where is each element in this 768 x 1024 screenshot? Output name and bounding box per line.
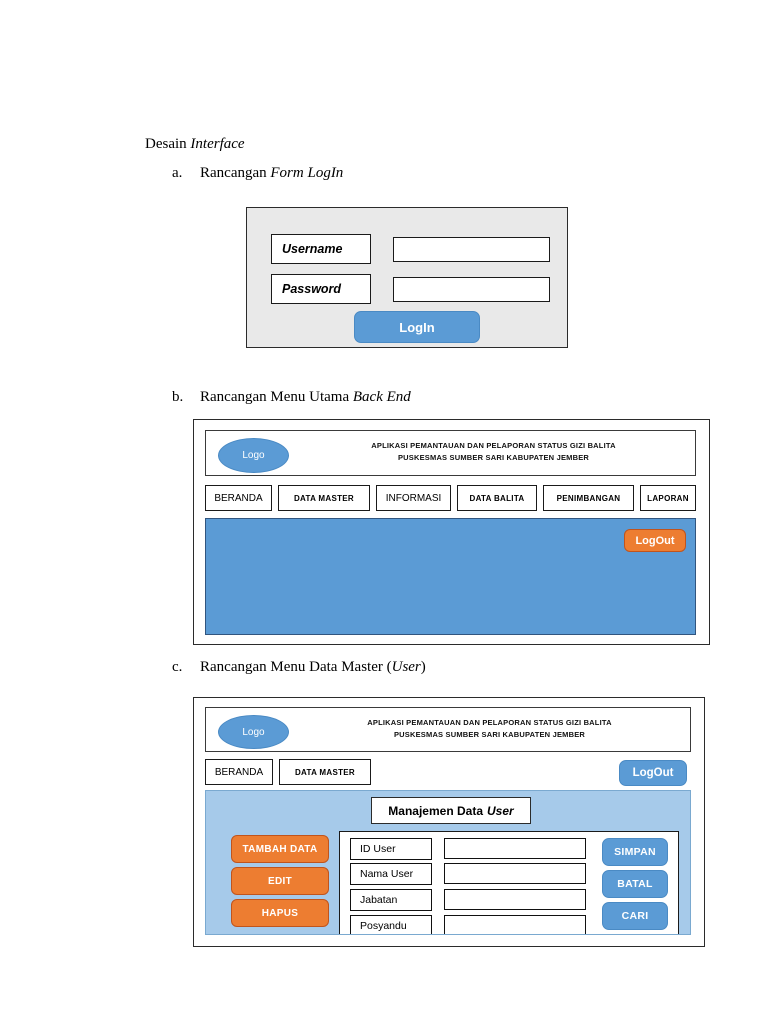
datamaster-content-area: Manajemen Data User TAMBAH DATA EDIT HAPU…	[205, 790, 691, 935]
list-label-b-plain: Rancangan Menu Utama	[200, 389, 353, 405]
cari-button[interactable]: CARI	[602, 902, 668, 930]
input-jabatan[interactable]	[444, 889, 586, 910]
login-form-mockup: Username Password LogIn	[246, 207, 568, 348]
list-label-a-plain: Rancangan	[200, 165, 271, 181]
simpan-button[interactable]: SIMPAN	[602, 838, 668, 866]
datamaster-title-line2: PUSKESMAS SUMBER SARI KABUPATEN JEMBER	[393, 730, 586, 739]
datamaster-banner-title: APLIKASI PEMANTAUAN DAN PELAPORAN STATUS…	[298, 717, 681, 741]
batal-button[interactable]: BATAL	[602, 870, 668, 898]
panel-title-plain: Manajemen Data	[388, 803, 483, 818]
backend-title-line1: APLIKASI PEMANTAUAN DAN PELAPORAN STATUS…	[371, 441, 616, 450]
list-marker-c: c.	[172, 659, 183, 675]
tambah-data-button[interactable]: TAMBAH DATA	[231, 835, 329, 863]
backend-banner-title: APLIKASI PEMANTAUAN DAN PELAPORAN STATUS…	[301, 440, 686, 464]
page-title-italic: Interface	[190, 136, 245, 152]
backend-content-area: LogOut	[205, 518, 696, 635]
login-button[interactable]: LogIn	[354, 311, 480, 343]
tab-beranda[interactable]: BERANDA	[205, 485, 272, 511]
list-label-c-tail: )	[420, 659, 426, 675]
list-item-a: a. Rancangan Form LogIn	[172, 165, 343, 182]
hapus-button[interactable]: HAPUS	[231, 899, 329, 927]
tab-data-master[interactable]: DATA MASTER	[279, 759, 371, 785]
password-label: Password	[271, 274, 371, 304]
tab-informasi[interactable]: INFORMASI	[376, 485, 451, 511]
list-item-b: b. Rancangan Menu Utama Back End	[172, 389, 411, 406]
username-label: Username	[271, 234, 371, 264]
backend-banner: Logo APLIKASI PEMANTAUAN DAN PELAPORAN S…	[205, 430, 696, 476]
page-title: Desain Interface	[145, 136, 245, 153]
list-label-c-plain: Rancangan Menu Data Master (	[200, 659, 392, 675]
input-posyandu[interactable]	[444, 915, 586, 934]
panel-title-italic: User	[487, 803, 514, 818]
tab-penimbangan[interactable]: PENIMBANGAN	[543, 485, 634, 511]
tab-beranda[interactable]: BERANDA	[205, 759, 273, 785]
password-input[interactable]	[393, 276, 550, 302]
label-posyandu: Posyandu	[350, 915, 432, 934]
logo-badge: Logo	[218, 438, 289, 473]
list-label-b-italic: Back End	[352, 389, 411, 405]
list-item-c: c. Rancangan Menu Data Master (User)	[172, 659, 426, 676]
input-nama-user[interactable]	[444, 863, 586, 884]
username-row: Username	[271, 234, 550, 264]
tab-data-balita[interactable]: DATA BALITA	[457, 485, 537, 511]
logo-badge: Logo	[218, 715, 289, 749]
tab-data-master[interactable]: DATA MASTER	[278, 485, 370, 511]
input-id-user[interactable]	[444, 838, 586, 859]
label-nama-user: Nama User	[350, 863, 432, 885]
panel-title: Manajemen Data User	[371, 797, 531, 824]
user-form-box: ID User Nama User Jabatan Posyandu SIMPA…	[339, 831, 679, 934]
list-label-a-italic: Form LogIn	[270, 165, 344, 181]
edit-button[interactable]: EDIT	[231, 867, 329, 895]
datamaster-title-line1: APLIKASI PEMANTAUAN DAN PELAPORAN STATUS…	[367, 718, 612, 727]
data-master-mockup: Logo APLIKASI PEMANTAUAN DAN PELAPORAN S…	[193, 697, 705, 947]
backend-title-line2: PUSKESMAS SUMBER SARI KABUPATEN JEMBER	[397, 453, 590, 462]
username-input[interactable]	[393, 236, 550, 262]
logout-button[interactable]: LogOut	[624, 529, 686, 552]
datamaster-banner: Logo APLIKASI PEMANTAUAN DAN PELAPORAN S…	[205, 707, 691, 752]
tab-laporan[interactable]: LAPORAN	[640, 485, 696, 511]
password-row: Password	[271, 274, 550, 304]
list-marker-b: b.	[172, 389, 184, 405]
backend-menu-mockup: Logo APLIKASI PEMANTAUAN DAN PELAPORAN S…	[193, 419, 710, 645]
list-label-c-italic: User	[391, 659, 421, 675]
logout-button[interactable]: LogOut	[619, 760, 687, 786]
page-title-plain: Desain	[145, 136, 191, 152]
label-id-user: ID User	[350, 838, 432, 860]
label-jabatan: Jabatan	[350, 889, 432, 911]
list-marker-a: a.	[172, 165, 183, 181]
